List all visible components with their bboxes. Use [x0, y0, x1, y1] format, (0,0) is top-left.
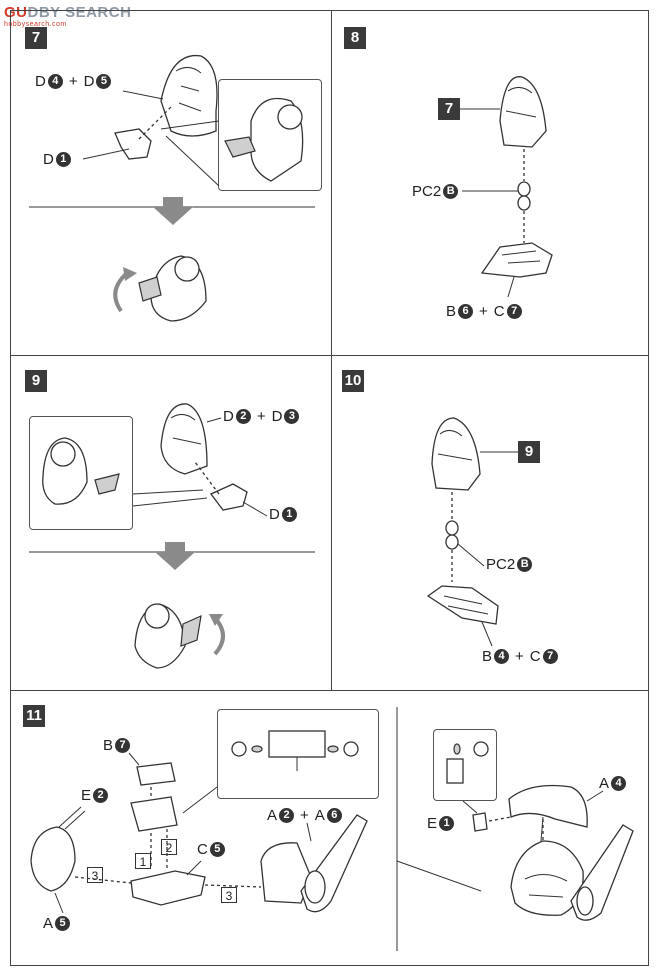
step-9-illustration	[11, 356, 333, 692]
step-7-illustration	[11, 11, 333, 357]
step-11-illustration	[11, 691, 650, 967]
step-8-illustration	[332, 11, 650, 357]
step-10-illustration	[332, 356, 650, 692]
